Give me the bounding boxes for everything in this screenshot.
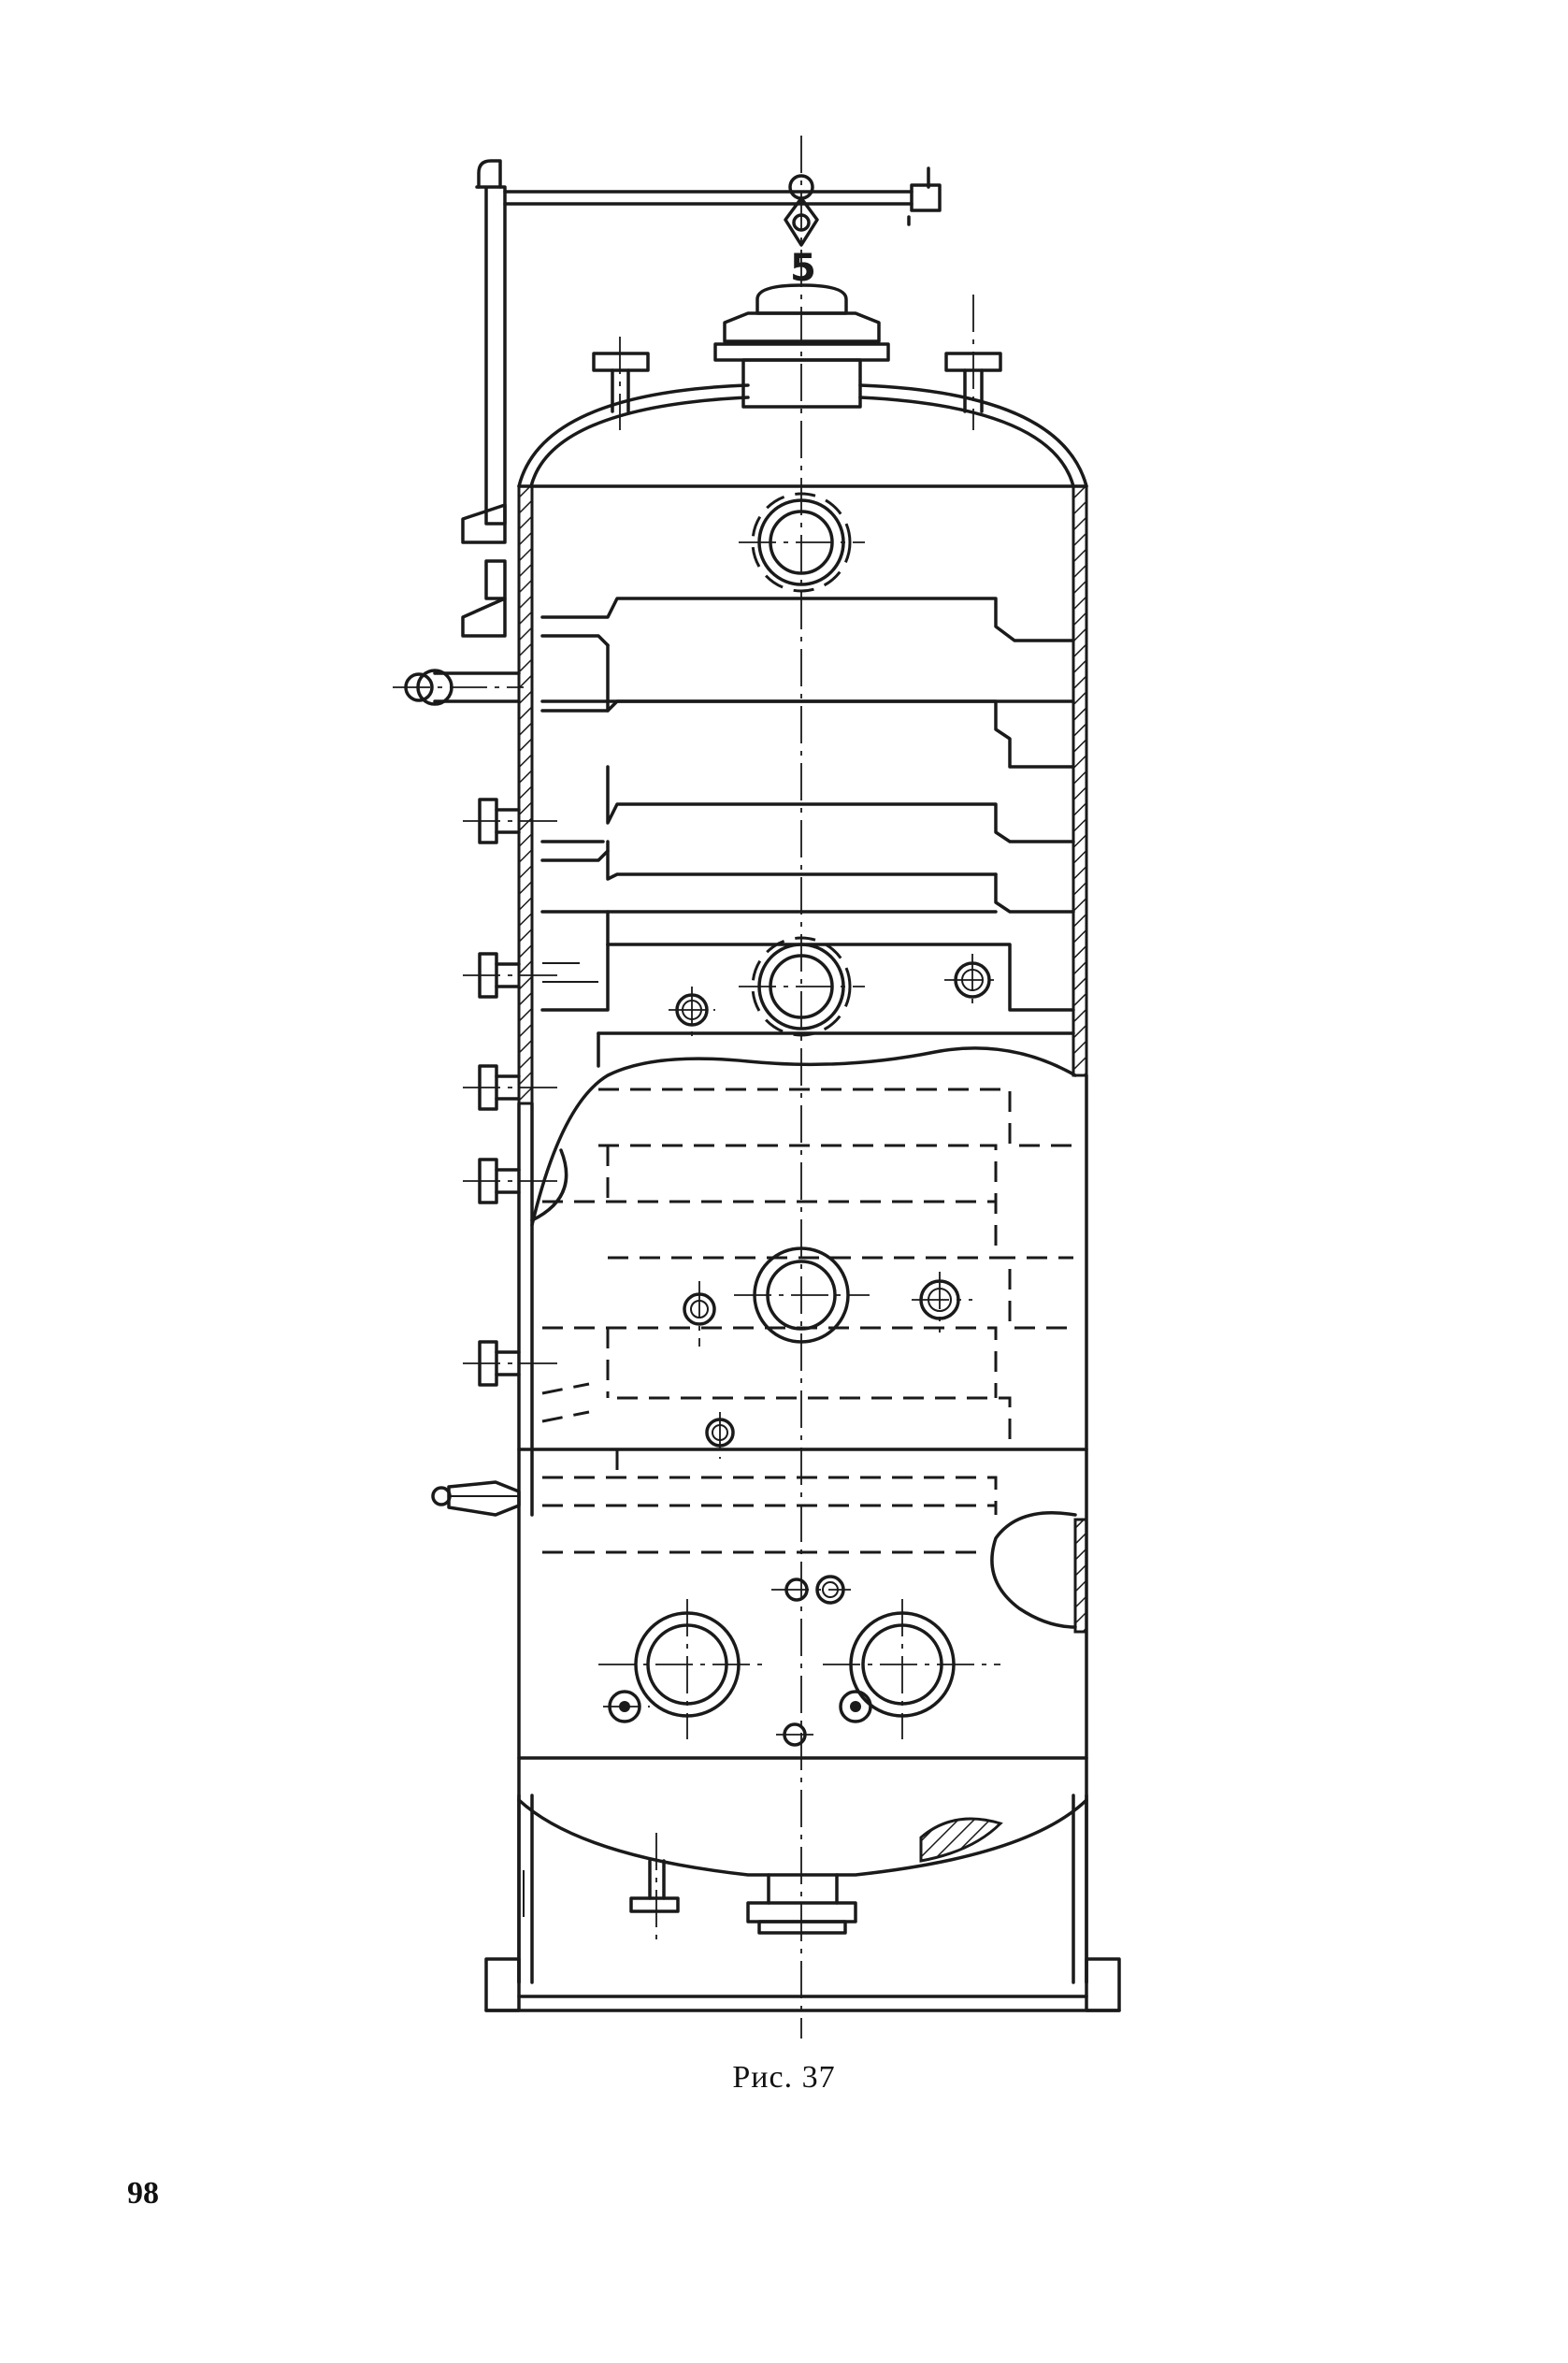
top-piping	[475, 159, 942, 526]
support-skirt	[484, 1794, 1121, 2012]
vessel-shell	[517, 383, 1088, 1984]
dashed-trays	[541, 1088, 1073, 1554]
page-number: 98	[127, 2176, 159, 2211]
bottom-nozzles	[629, 1833, 857, 1945]
solid-trays	[540, 597, 1075, 1068]
top-manhole	[713, 283, 890, 409]
lifting-hook	[784, 174, 819, 247]
figure-caption: Рис. 37	[732, 2060, 836, 2095]
manholes	[598, 492, 1000, 1739]
side-nozzles	[393, 503, 561, 1517]
callout-label: 5	[790, 247, 816, 290]
small-ports	[603, 954, 1000, 1747]
break-lines	[530, 1046, 1077, 1629]
